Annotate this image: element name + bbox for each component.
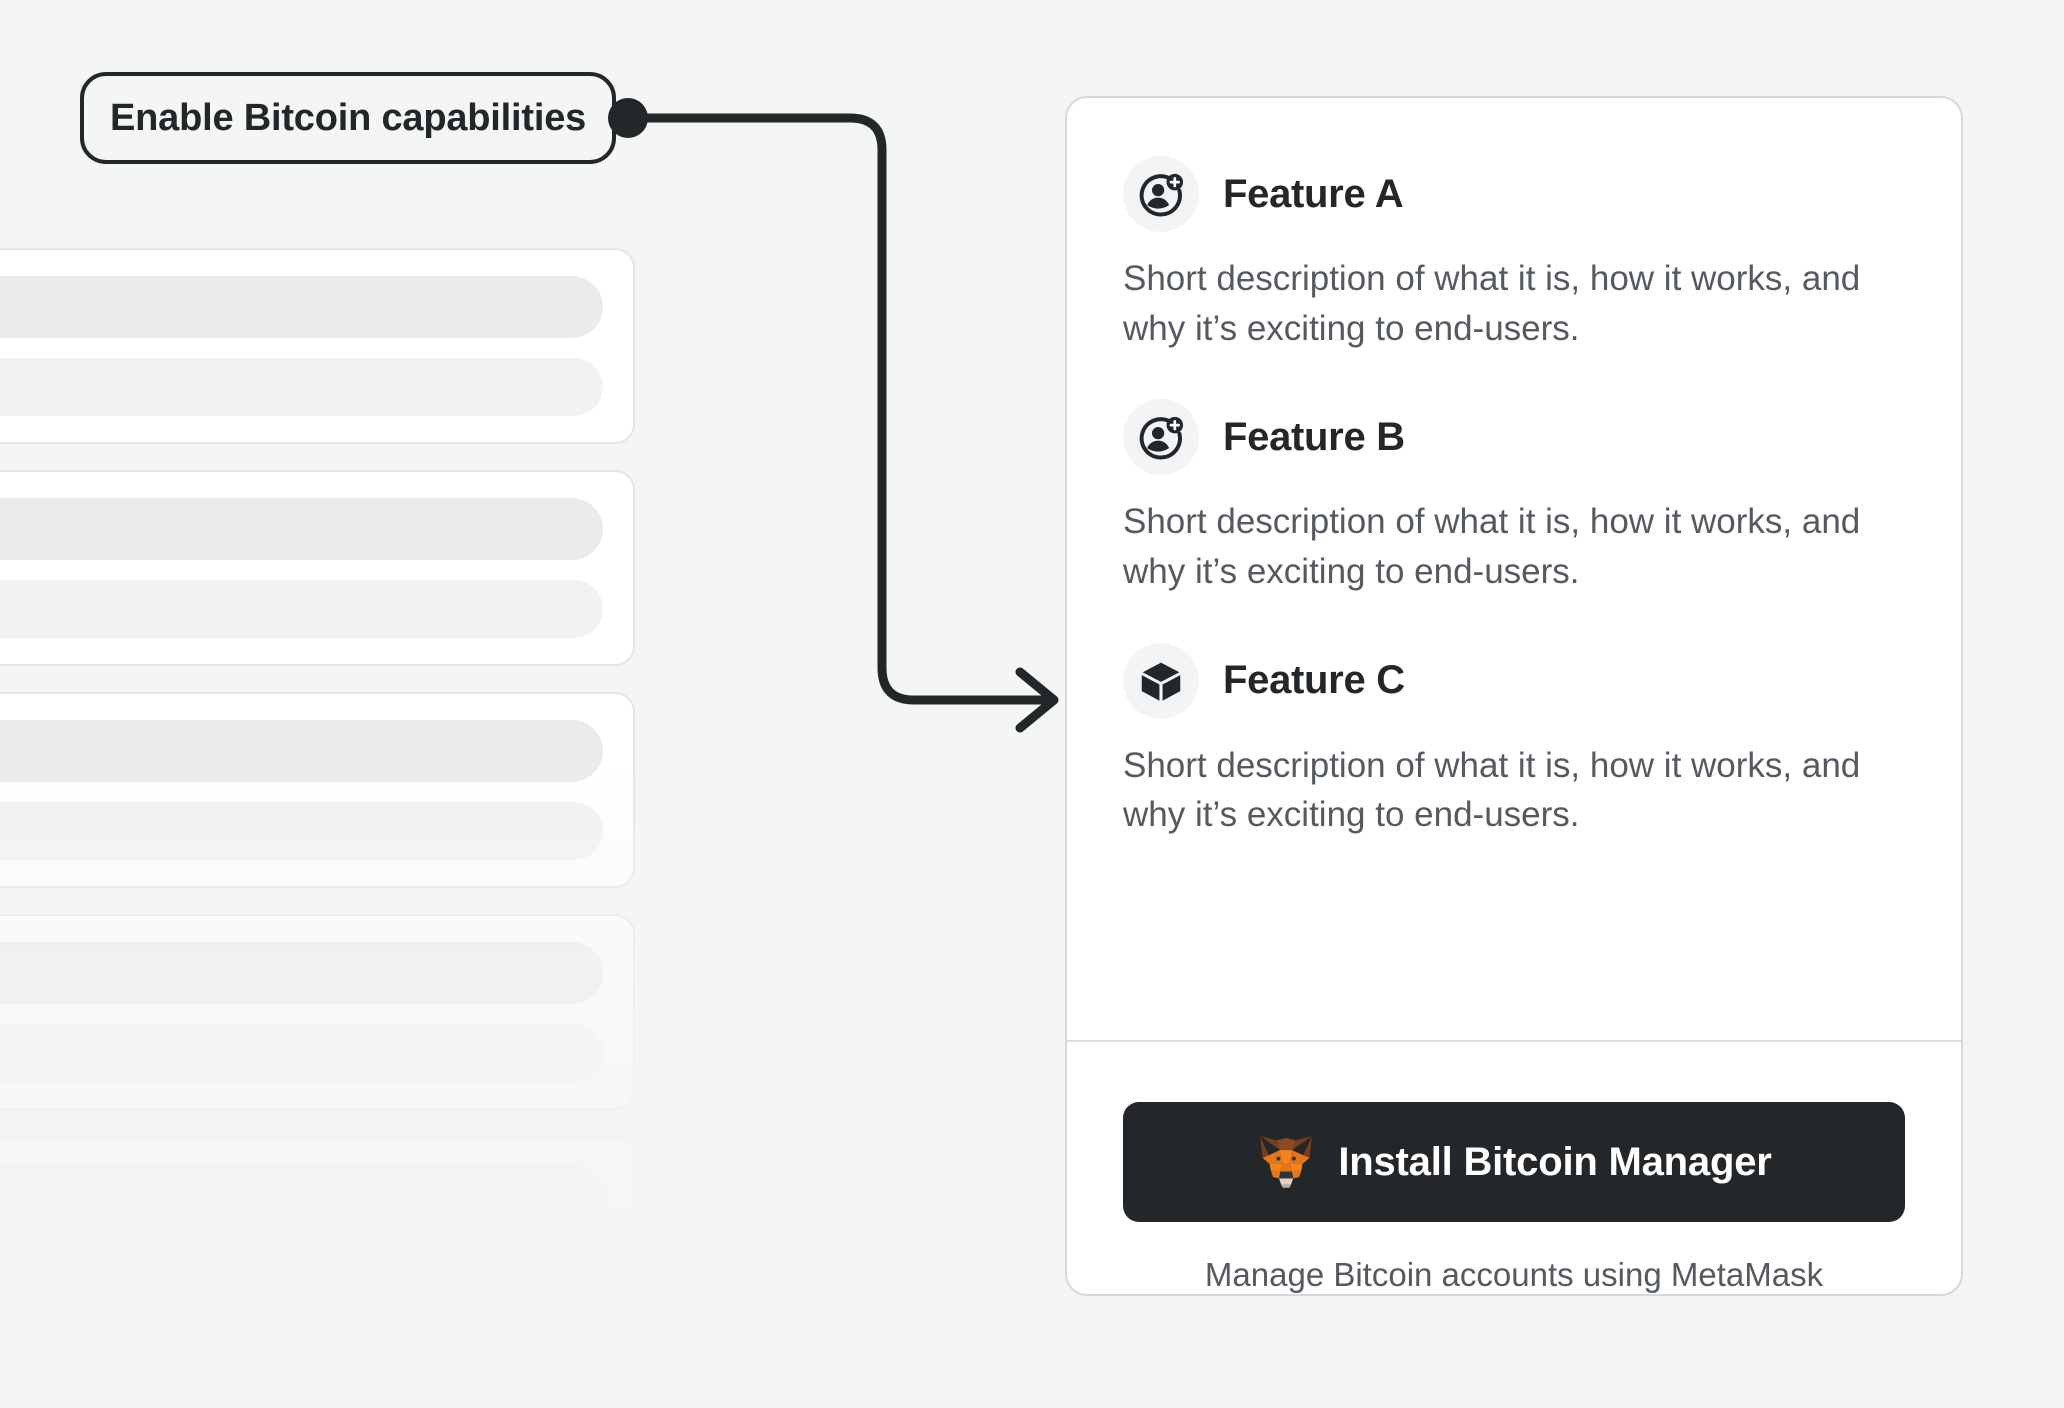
skeleton-bar-secondary — [0, 580, 603, 638]
skeleton-bar-secondary — [0, 358, 603, 416]
feature-title: Feature C — [1223, 658, 1405, 703]
skeleton-card — [0, 1358, 635, 1408]
skeleton-card — [0, 470, 635, 666]
add-account-icon — [1123, 399, 1199, 476]
feature-item-c: Feature C Short description of what it i… — [1123, 642, 1905, 840]
skeleton-bar-primary — [0, 1164, 603, 1226]
callout-pill: Enable Bitcoin capabilities — [80, 72, 617, 164]
skeleton-account-list — [0, 248, 635, 1408]
card-footer: Install Bitcoin Manager Manage Bitcoin a… — [1067, 1042, 1961, 1294]
skeleton-card — [0, 1136, 635, 1332]
feature-description: Short description of what it is, how it … — [1123, 745, 1861, 835]
feature-item-b: Feature B Short description of what it i… — [1123, 399, 1905, 596]
skeleton-bar-secondary — [0, 1024, 603, 1082]
skeleton-card — [0, 692, 635, 888]
feature-description: Short description of what it is, how it … — [1123, 502, 1861, 592]
install-caption: Manage Bitcoin accounts using MetaMask — [1204, 1256, 1824, 1293]
skeleton-card — [0, 248, 635, 444]
feature-header: Feature C — [1123, 642, 1905, 719]
skeleton-bar-secondary — [0, 1246, 603, 1304]
feature-item-a: Feature A Short description of what it i… — [1123, 156, 1905, 353]
feature-title: Feature A — [1223, 171, 1404, 216]
install-bitcoin-manager-button[interactable]: Install Bitcoin Manager — [1123, 1102, 1905, 1222]
feature-header: Feature A — [1123, 156, 1905, 232]
feature-description: Short description of what it is, how it … — [1123, 259, 1861, 348]
skeleton-card — [0, 914, 635, 1110]
skeleton-bar-primary — [0, 942, 603, 1004]
cube-icon — [1123, 642, 1199, 719]
skeleton-bar-primary — [0, 498, 603, 560]
card-divider — [1067, 1040, 1961, 1042]
callout-label: Enable Bitcoin capabilities — [110, 96, 587, 139]
skeleton-bar-primary — [0, 1386, 603, 1408]
add-account-icon — [1123, 156, 1199, 232]
feature-title: Feature B — [1223, 414, 1405, 459]
feature-card: Feature A Short description of what it i… — [1065, 96, 1963, 1296]
feature-header: Feature B — [1123, 399, 1905, 476]
skeleton-bar-primary — [0, 276, 603, 338]
install-button-label: Install Bitcoin Manager — [1338, 1139, 1772, 1184]
skeleton-bar-secondary — [0, 802, 603, 860]
skeleton-bar-primary — [0, 720, 603, 782]
metamask-fox-icon — [1256, 1134, 1316, 1190]
feature-list: Feature A Short description of what it i… — [1067, 98, 1961, 994]
